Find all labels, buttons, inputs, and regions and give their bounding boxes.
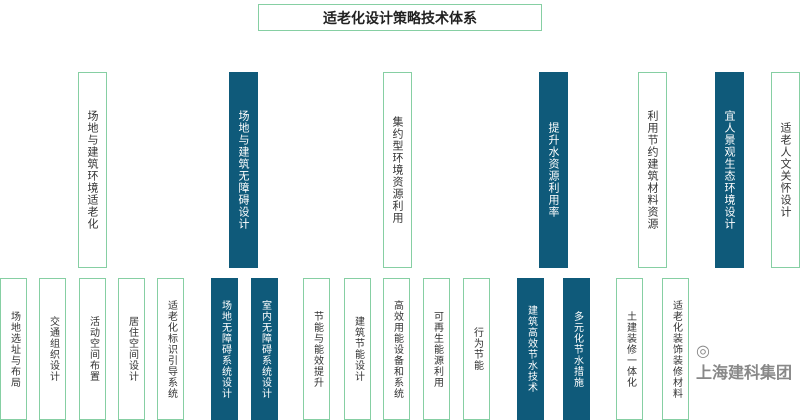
watermark-text: 上海建科集团 xyxy=(696,363,793,382)
item-box-label: 居住空间设计 xyxy=(126,316,138,382)
item-box-label: 土建装修一体化 xyxy=(624,310,636,388)
item-box: 高效用能设备和系统 xyxy=(383,278,410,420)
category-box-label: 场地与建筑无障碍设计 xyxy=(237,110,250,230)
item-box: 适老化装饰装修材料 xyxy=(662,278,689,420)
item-box: 场地选址与布局 xyxy=(0,278,27,420)
watermark: ◎ 上海建科集团 xyxy=(696,340,800,384)
category-box-label: 宜人景观生态环境设计 xyxy=(723,110,736,230)
item-box: 场地无障碍系统设计 xyxy=(211,278,238,420)
item-box-label: 建筑节能设计 xyxy=(352,316,364,382)
category-box-label: 场地与建筑环境适老化 xyxy=(86,110,99,230)
item-box-label: 场地无障碍系统设计 xyxy=(219,299,231,399)
item-box: 节能与能效提升 xyxy=(303,278,330,420)
item-box: 交通组织设计 xyxy=(39,278,66,420)
item-box-label: 行为节能 xyxy=(471,327,483,371)
category-box: 场地与建筑环境适老化 xyxy=(78,72,107,268)
category-box: 场地与建筑无障碍设计 xyxy=(229,72,258,268)
item-box-label: 节能与能效提升 xyxy=(311,310,323,388)
item-box: 多元化节水措施 xyxy=(563,278,590,420)
category-box: 集约型环境资源利用 xyxy=(383,72,412,268)
category-box: 宜人景观生态环境设计 xyxy=(715,72,744,268)
item-box-label: 多元化节水措施 xyxy=(571,310,583,388)
item-box: 土建装修一体化 xyxy=(616,278,643,420)
item-box: 建筑高效节水技术 xyxy=(517,278,544,420)
item-box: 可再生能源利用 xyxy=(423,278,450,420)
category-box: 提升水资源利用率 xyxy=(539,72,568,268)
item-box: 居住空间设计 xyxy=(118,278,145,420)
item-box-label: 适老化装饰装修材料 xyxy=(670,299,682,399)
category-box-label: 利用节约建筑材料资源 xyxy=(646,110,659,230)
category-box: 适老人文关怀设计 xyxy=(771,72,800,268)
wechat-icon: ◎ xyxy=(696,341,710,360)
item-box-label: 建筑高效节水技术 xyxy=(525,305,537,393)
item-box: 行为节能 xyxy=(463,278,490,420)
item-box: 建筑节能设计 xyxy=(344,278,371,420)
item-box: 活动空间布置 xyxy=(79,278,106,420)
item-box: 适老化标识引导系统 xyxy=(157,278,184,420)
item-box-label: 高效用能设备和系统 xyxy=(391,299,403,399)
item-box-label: 可再生能源利用 xyxy=(431,310,443,388)
item-box-label: 适老化标识引导系统 xyxy=(165,299,177,399)
item-box-label: 室内无障碍系统设计 xyxy=(259,299,271,399)
category-box-label: 集约型环境资源利用 xyxy=(391,116,404,224)
diagram-title: 适老化设计策略技术体系 xyxy=(258,4,542,31)
item-box-label: 场地选址与布局 xyxy=(8,310,20,388)
category-box-label: 提升水资源利用率 xyxy=(547,122,560,218)
category-box: 利用节约建筑材料资源 xyxy=(638,72,667,268)
item-box-label: 活动空间布置 xyxy=(87,316,99,382)
item-box: 室内无障碍系统设计 xyxy=(251,278,278,420)
category-box-label: 适老人文关怀设计 xyxy=(779,122,792,218)
item-box-label: 交通组织设计 xyxy=(47,316,59,382)
